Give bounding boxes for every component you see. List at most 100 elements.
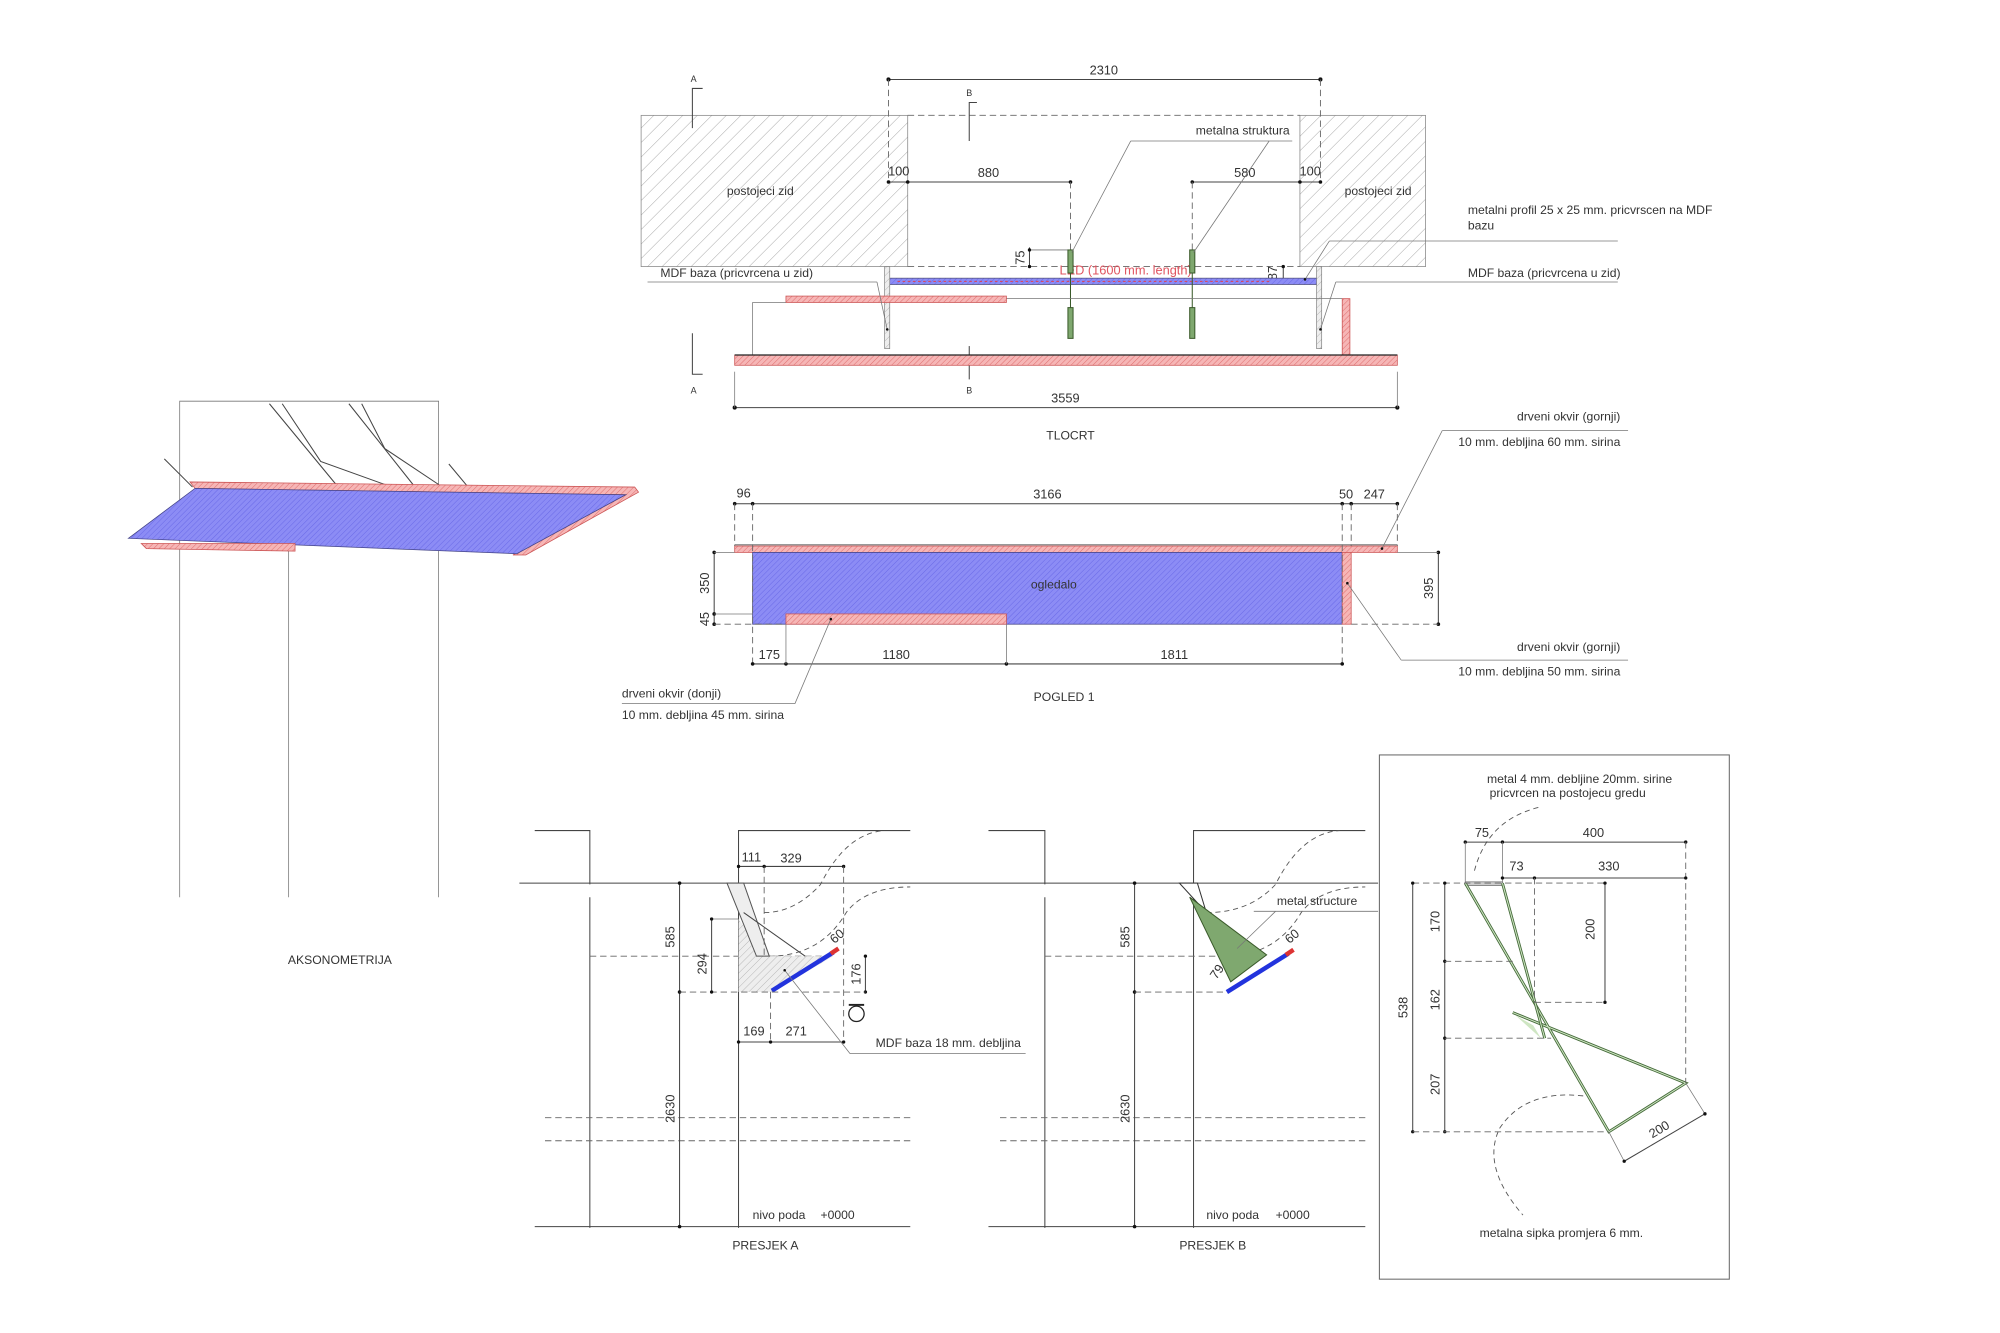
- bottom-frame: [785, 613, 1007, 625]
- wall-label-right: postojeci zid: [1345, 184, 1412, 198]
- leader-mdf-left: MDF baza (pricvrcena u zid): [647, 266, 889, 331]
- plan-view: postojeci zid postojeci zid A A B B 2310…: [640, 62, 1713, 443]
- svg-text:metal structure: metal structure: [1277, 894, 1358, 908]
- mirror: [752, 552, 1343, 625]
- detail-note-2: pricvrcen na postojecu gredu: [1490, 786, 1646, 800]
- svg-text:drveni okvir (gornji): drveni okvir (gornji): [1517, 640, 1620, 654]
- svg-text:2310: 2310: [1090, 62, 1118, 77]
- metal-post-left-lower: [1067, 307, 1074, 339]
- view1-title: POGLED 1: [1034, 690, 1095, 704]
- svg-text:73: 73: [1509, 858, 1523, 873]
- leader-mdf-note: MDF baza 18 mm. debljina: [783, 968, 1026, 1054]
- side-frame: [1341, 552, 1352, 625]
- section-mark-b-top: B: [966, 88, 972, 98]
- dims-left-view1: 350 45: [697, 550, 786, 626]
- wall-label-left: postojeci zid: [727, 184, 794, 198]
- rotation-symbol: [848, 1003, 865, 1023]
- led-label: LED (1600 mm. length): [1059, 262, 1191, 277]
- svg-text:3559: 3559: [1051, 390, 1079, 405]
- leader-metal-structure-b: metal structure: [1236, 894, 1379, 949]
- top-frame: [734, 545, 1398, 553]
- svg-text:1811: 1811: [1161, 647, 1189, 662]
- svg-text:1180: 1180: [882, 647, 910, 662]
- svg-text:400: 400: [1583, 825, 1604, 840]
- svg-text:10 mm. debljina 50 mm. sirina: 10 mm. debljina 50 mm. sirina: [1458, 664, 1620, 678]
- svg-text:10 mm. debljina 45 mm. sirina: 10 mm. debljina 45 mm. sirina: [622, 708, 784, 722]
- mdf-base-left: [884, 266, 891, 349]
- svg-text:207: 207: [1428, 1074, 1443, 1095]
- detail-note-1: metal 4 mm. debljine 20mm. sirine: [1487, 772, 1672, 786]
- axo-metal-struts: [163, 403, 469, 488]
- dims-detail: 75 400 73 330 200 538 170 162 207 200: [1396, 825, 1707, 1163]
- svg-text:metalna struktura: metalna struktura: [1196, 124, 1290, 138]
- metal-post-right: [1189, 249, 1196, 274]
- leader-side-frame: drveni okvir (gornji) 10 mm. debljina 50…: [1346, 581, 1629, 678]
- floor-level-b: +0000: [1276, 1208, 1310, 1222]
- mdf-board-a: [770, 950, 835, 993]
- svg-text:100: 100: [888, 164, 909, 179]
- svg-text:247: 247: [1364, 487, 1385, 502]
- section-a-title: PRESJEK A: [732, 1239, 799, 1253]
- svg-text:MDF baza (pricvrcena u zid): MDF baza (pricvrcena u zid): [1468, 266, 1621, 280]
- svg-text:175: 175: [759, 647, 780, 662]
- mirror-label: ogledalo: [1031, 577, 1077, 591]
- metal-structure-b: [1189, 896, 1268, 983]
- metal-post-right-lower: [1189, 307, 1196, 339]
- svg-text:538: 538: [1396, 997, 1411, 1018]
- axonometry-view: AKSONOMETRIJA: [127, 400, 640, 967]
- leader-mdf-right: MDF baza (pricvrcena u zid): [1319, 266, 1621, 331]
- leader-metal-structure: metalna struktura: [1071, 124, 1293, 253]
- dim-2310: 2310: [886, 62, 1323, 180]
- section-mark-b-bottom: B: [966, 385, 972, 395]
- side-frame-plan: [1341, 298, 1351, 364]
- metal-post-left: [1067, 249, 1074, 274]
- svg-text:395: 395: [1421, 578, 1436, 599]
- svg-text:drveni okvir (donji): drveni okvir (donji): [622, 686, 721, 700]
- svg-text:111: 111: [742, 849, 761, 864]
- svg-text:bazu: bazu: [1468, 218, 1494, 232]
- svg-text:329: 329: [780, 851, 801, 866]
- axo-frame: [179, 400, 439, 898]
- floor-level-a: +0000: [821, 1208, 855, 1222]
- dim-row-plan: 100 880 580 100: [886, 164, 1323, 250]
- plan-title: TLOCRT: [1046, 429, 1095, 443]
- svg-text:162: 162: [1428, 989, 1443, 1010]
- dims-top-view1: 96 3166 50 247: [732, 485, 1400, 667]
- mdf-hatch-area: [738, 919, 834, 993]
- dims-bottom-view1: 175 1180 1811: [750, 624, 1345, 666]
- svg-text:350: 350: [697, 573, 712, 594]
- svg-text:drveni okvir (gornji): drveni okvir (gornji): [1517, 409, 1620, 423]
- svg-text:585: 585: [662, 926, 677, 947]
- svg-text:79: 79: [1207, 961, 1227, 981]
- metal-bracket-a: [726, 882, 806, 957]
- svg-text:585: 585: [1117, 926, 1132, 947]
- axo-bottom-frame: [140, 543, 296, 552]
- section-a: 111 329 585 2630 294 60 176 169 271 MDF …: [519, 830, 1379, 1253]
- svg-text:75: 75: [1012, 251, 1027, 265]
- svg-text:294: 294: [694, 953, 709, 974]
- svg-text:3166: 3166: [1033, 487, 1061, 502]
- axonometry-title: AKSONOMETRIJA: [288, 953, 393, 967]
- dims-section-a: 111 329 585 2630 294 60 176 169 271: [662, 849, 868, 1229]
- existing-wall-left: [640, 114, 909, 267]
- dims-section-b: 585 2630 60 79: [1117, 881, 1302, 1229]
- section-b-title: PRESJEK B: [1179, 1239, 1246, 1253]
- svg-text:880: 880: [978, 165, 999, 180]
- svg-text:75: 75: [1475, 825, 1489, 840]
- bottom-frame-plan: [785, 295, 1007, 303]
- svg-text:50: 50: [1339, 487, 1353, 502]
- svg-text:2630: 2630: [1117, 1094, 1132, 1122]
- dim-3559: 3559: [732, 371, 1400, 410]
- svg-text:45: 45: [697, 612, 712, 626]
- bracket-detail: metal 4 mm. debljine 20mm. sirine pricvr…: [1378, 754, 1730, 1280]
- svg-text:170: 170: [1428, 911, 1443, 932]
- svg-text:60: 60: [827, 926, 848, 947]
- mdf-base-right: [1316, 266, 1323, 349]
- view-1: ogledalo 96 3166 50 247 350 45 395: [622, 409, 1629, 722]
- rod-note: metalna sipka promjera 6 mm.: [1480, 1226, 1644, 1240]
- svg-text:metalni profil 25 x 25 mm. pri: metalni profil 25 x 25 mm. pricvrscen na…: [1468, 203, 1713, 217]
- svg-text:169: 169: [743, 1024, 764, 1039]
- floor-label-a: nivo poda: [753, 1208, 806, 1222]
- floor-label-b: nivo poda: [1206, 1208, 1259, 1222]
- section-b: 585 2630 60 79 metal structure nivo poda…: [988, 830, 1379, 1253]
